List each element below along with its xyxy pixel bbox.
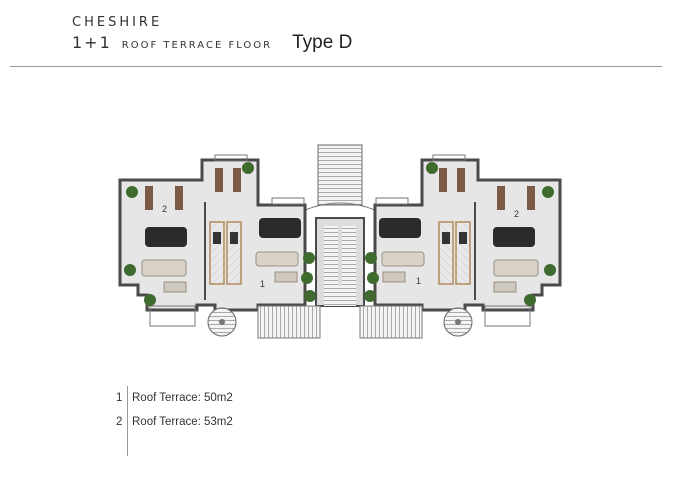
right-upper-rail bbox=[432, 154, 466, 162]
left-bottom-steps bbox=[257, 305, 321, 339]
left-lounger-2 bbox=[175, 186, 183, 210]
left-unit: 2 1 bbox=[118, 154, 321, 339]
subtitle-line: 1+1 ROOF TERRACE FLOOR Type D bbox=[72, 32, 352, 54]
right-plant-7 bbox=[364, 290, 376, 302]
left-cooktop bbox=[213, 232, 221, 244]
left-plant-1 bbox=[126, 186, 138, 198]
landing-arc bbox=[304, 202, 376, 211]
right-lounger bbox=[527, 186, 535, 210]
right-sofa-2 bbox=[381, 251, 425, 267]
unit-type: 1+1 bbox=[72, 33, 112, 52]
left-sofa-small-2 bbox=[274, 271, 298, 283]
left-lounger-3 bbox=[215, 168, 223, 192]
right-lounger-3 bbox=[457, 168, 465, 192]
right-kitchen-counter-2 bbox=[438, 221, 454, 285]
right-cooktop-2 bbox=[442, 232, 450, 244]
legend-item-number: 1 bbox=[116, 392, 123, 404]
right-area-label-2: 2 bbox=[514, 209, 519, 219]
left-plant-5 bbox=[303, 252, 315, 264]
right-bottom-steps bbox=[359, 305, 423, 339]
stair-flight-bottom bbox=[324, 286, 356, 306]
right-plant-5 bbox=[365, 252, 377, 264]
right-cooktop bbox=[459, 232, 467, 244]
legend-item: 1 Roof Terrace: 50m2 bbox=[116, 386, 233, 410]
left-sofa bbox=[141, 259, 187, 277]
right-sofa bbox=[493, 259, 539, 277]
right-lounger-2 bbox=[497, 186, 505, 210]
right-sofa-small-2 bbox=[382, 271, 406, 283]
stair-flight-left bbox=[324, 226, 338, 286]
left-balcony-rail bbox=[149, 305, 196, 327]
right-area-label-1: 1 bbox=[416, 276, 421, 286]
right-plant-1 bbox=[542, 186, 554, 198]
left-plant-2 bbox=[242, 162, 254, 174]
legend-divider bbox=[127, 386, 128, 456]
right-plant-2 bbox=[426, 162, 438, 174]
right-unit bbox=[359, 154, 562, 339]
left-area-label-2: 2 bbox=[162, 204, 167, 214]
legend-item: 2 Roof Terrace: 53m2 bbox=[116, 410, 233, 434]
left-plant-7 bbox=[304, 290, 316, 302]
left-dining-table-2 bbox=[259, 218, 301, 238]
left-lounger-4 bbox=[233, 168, 241, 192]
right-spiral-core bbox=[455, 319, 461, 325]
right-lounger-4 bbox=[439, 168, 447, 192]
area-legend: 1 Roof Terrace: 50m2 2 Roof Terrace: 53m… bbox=[116, 386, 233, 456]
right-sofa-small bbox=[493, 281, 517, 293]
left-lounger bbox=[145, 186, 153, 210]
right-balcony-rail bbox=[484, 305, 531, 327]
left-kitchen-counter-2 bbox=[226, 221, 242, 285]
floor-name: ROOF TERRACE FLOOR bbox=[121, 40, 273, 51]
left-dining-table bbox=[145, 227, 187, 247]
left-plant-4 bbox=[144, 294, 156, 306]
top-stair bbox=[317, 144, 363, 206]
right-plant-6 bbox=[367, 272, 379, 284]
type-label: Type D bbox=[292, 32, 353, 53]
right-top-rail bbox=[375, 197, 409, 205]
left-upper-rail bbox=[214, 154, 248, 162]
legend-item-text: Roof Terrace: 53m2 bbox=[132, 416, 233, 428]
left-sofa-2 bbox=[255, 251, 299, 267]
left-sofa-small bbox=[163, 281, 187, 293]
left-cooktop-2 bbox=[230, 232, 238, 244]
legend-item-text: Roof Terrace: 50m2 bbox=[132, 392, 233, 404]
left-area-label-1: 1 bbox=[260, 279, 265, 289]
left-top-rail bbox=[271, 197, 305, 205]
legend-item-number: 2 bbox=[116, 416, 123, 428]
right-kitchen-counter bbox=[455, 221, 471, 285]
title-block: CHESHIRE 1+1 ROOF TERRACE FLOOR Type D bbox=[72, 14, 352, 54]
right-plant-3 bbox=[544, 264, 556, 276]
right-plant-4 bbox=[524, 294, 536, 306]
left-kitchen-counter bbox=[209, 221, 225, 285]
stair-flight-right bbox=[342, 226, 356, 286]
project-name: CHESHIRE bbox=[72, 15, 163, 30]
left-plant-6 bbox=[301, 272, 313, 284]
central-stair-core bbox=[304, 144, 376, 307]
right-dining-table bbox=[493, 227, 535, 247]
left-spiral-core bbox=[219, 319, 225, 325]
right-dining-table-2 bbox=[379, 218, 421, 238]
left-plant-3 bbox=[124, 264, 136, 276]
header-divider bbox=[10, 66, 662, 67]
